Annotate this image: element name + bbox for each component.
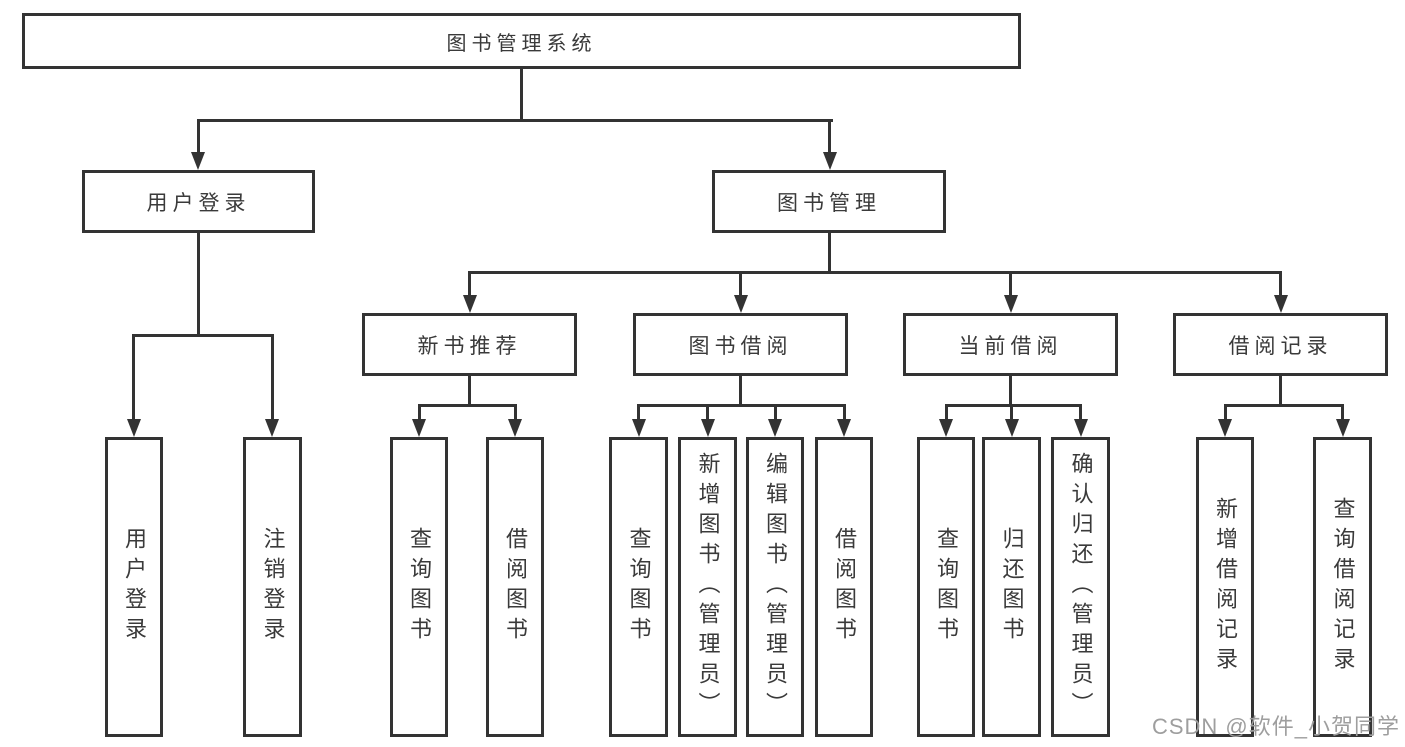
node-book-borrowing: 图书借阅: [633, 313, 848, 376]
leaf-logout: 注销登录: [243, 437, 302, 737]
connector-line: [1279, 271, 1282, 299]
leaf-user-login: 用户登录: [105, 437, 163, 737]
node-label: 编辑图书（管理员）: [763, 452, 788, 722]
leaf-query-borrow-record: 查询借阅记录: [1313, 437, 1372, 737]
connector-line: [1010, 404, 1013, 422]
node-label: 新书推荐: [417, 334, 522, 358]
node-label: 新增借阅记录: [1213, 497, 1238, 677]
node-label: 借阅记录: [1228, 334, 1333, 358]
arrow-down-icon: [939, 419, 953, 437]
connector-line: [739, 375, 742, 406]
leaf-query-books-recommend: 查询图书: [390, 437, 448, 737]
node-label: 借阅图书: [832, 527, 857, 647]
connector-line: [945, 404, 948, 422]
arrow-down-icon: [508, 419, 522, 437]
connector-line: [637, 404, 640, 422]
arrow-down-icon: [1336, 419, 1350, 437]
node-label: 借阅图书: [503, 527, 528, 647]
node-new-book-recommend: 新书推荐: [362, 313, 577, 376]
arrow-down-icon: [734, 295, 748, 313]
node-label: 新增图书（管理员）: [695, 452, 721, 722]
connector-line: [774, 404, 777, 422]
connector-line: [739, 271, 742, 299]
node-label: 确认归还（管理员）: [1068, 452, 1094, 722]
node-label: 图书管理: [777, 191, 881, 215]
node-book-management: 图书管理: [712, 170, 946, 233]
arrow-down-icon: [632, 419, 646, 437]
connector-line: [514, 404, 517, 422]
leaf-add-borrow-record: 新增借阅记录: [1196, 437, 1254, 737]
connector-line: [1009, 271, 1012, 299]
node-library-system: 图书管理系统: [22, 13, 1021, 69]
node-user-login: 用户登录: [82, 170, 315, 233]
arrow-down-icon: [1074, 419, 1088, 437]
arrow-down-icon: [1005, 419, 1019, 437]
leaf-borrow-books: 借阅图书: [815, 437, 873, 737]
connector-line: [637, 404, 846, 407]
connector-line: [271, 334, 274, 422]
node-label: 用户登录: [146, 191, 251, 215]
arrow-down-icon: [127, 419, 141, 437]
connector-line: [828, 119, 831, 157]
arrow-down-icon: [837, 419, 851, 437]
connector-line: [1224, 404, 1227, 422]
connector-line: [197, 119, 833, 122]
leaf-return-books: 归还图书: [982, 437, 1041, 737]
connector-line: [706, 404, 709, 422]
connector-line: [520, 68, 523, 122]
node-borrowing-records: 借阅记录: [1173, 313, 1388, 376]
node-label: 查询借阅记录: [1330, 497, 1356, 677]
node-label: 当前借阅: [958, 334, 1063, 358]
node-label: 查询图书: [626, 527, 652, 647]
connector-line: [468, 271, 471, 299]
connector-line: [132, 334, 135, 422]
arrow-down-icon: [823, 152, 837, 170]
arrow-down-icon: [701, 419, 715, 437]
arrow-down-icon: [191, 152, 205, 170]
arrow-down-icon: [1218, 419, 1232, 437]
connector-line: [468, 375, 471, 406]
node-label: 图书借阅: [688, 334, 793, 358]
arrow-down-icon: [412, 419, 426, 437]
leaf-query-books-borrowing: 查询图书: [609, 437, 668, 737]
arrow-down-icon: [768, 419, 782, 437]
connector-line: [1341, 404, 1344, 422]
node-label: 图书管理系统: [446, 32, 597, 55]
node-label: 用户登录: [122, 527, 147, 647]
connector-line: [1079, 404, 1082, 422]
arrow-down-icon: [1004, 295, 1018, 313]
connector-line: [843, 404, 846, 422]
node-label: 归还图书: [999, 527, 1025, 647]
leaf-add-books-admin: 新增图书（管理员）: [678, 437, 737, 737]
node-label: 查询图书: [934, 527, 959, 647]
connector-line: [468, 271, 1282, 274]
csdn-watermark: CSDN @软件_小贺同学: [1151, 714, 1400, 739]
leaf-confirm-return-admin: 确认归还（管理员）: [1051, 437, 1110, 737]
connector-line: [1009, 375, 1012, 406]
connector-line: [945, 404, 1082, 407]
connector-line: [197, 232, 200, 337]
leaf-query-books-current: 查询图书: [917, 437, 975, 737]
node-label: 查询图书: [407, 527, 432, 647]
arrow-down-icon: [265, 419, 279, 437]
connector-line: [418, 404, 517, 407]
connector-line: [133, 334, 274, 337]
arrow-down-icon: [463, 295, 477, 313]
connector-line: [1279, 375, 1282, 406]
leaf-borrow-books-recommend: 借阅图书: [486, 437, 544, 737]
connector-line: [418, 404, 421, 422]
arrow-down-icon: [1274, 295, 1288, 313]
connector-line: [197, 119, 200, 157]
node-current-borrowing: 当前借阅: [903, 313, 1118, 376]
node-label: 注销登录: [260, 527, 286, 647]
connector-line: [828, 232, 831, 274]
connector-line: [1224, 404, 1344, 407]
leaf-edit-books-admin: 编辑图书（管理员）: [746, 437, 804, 737]
